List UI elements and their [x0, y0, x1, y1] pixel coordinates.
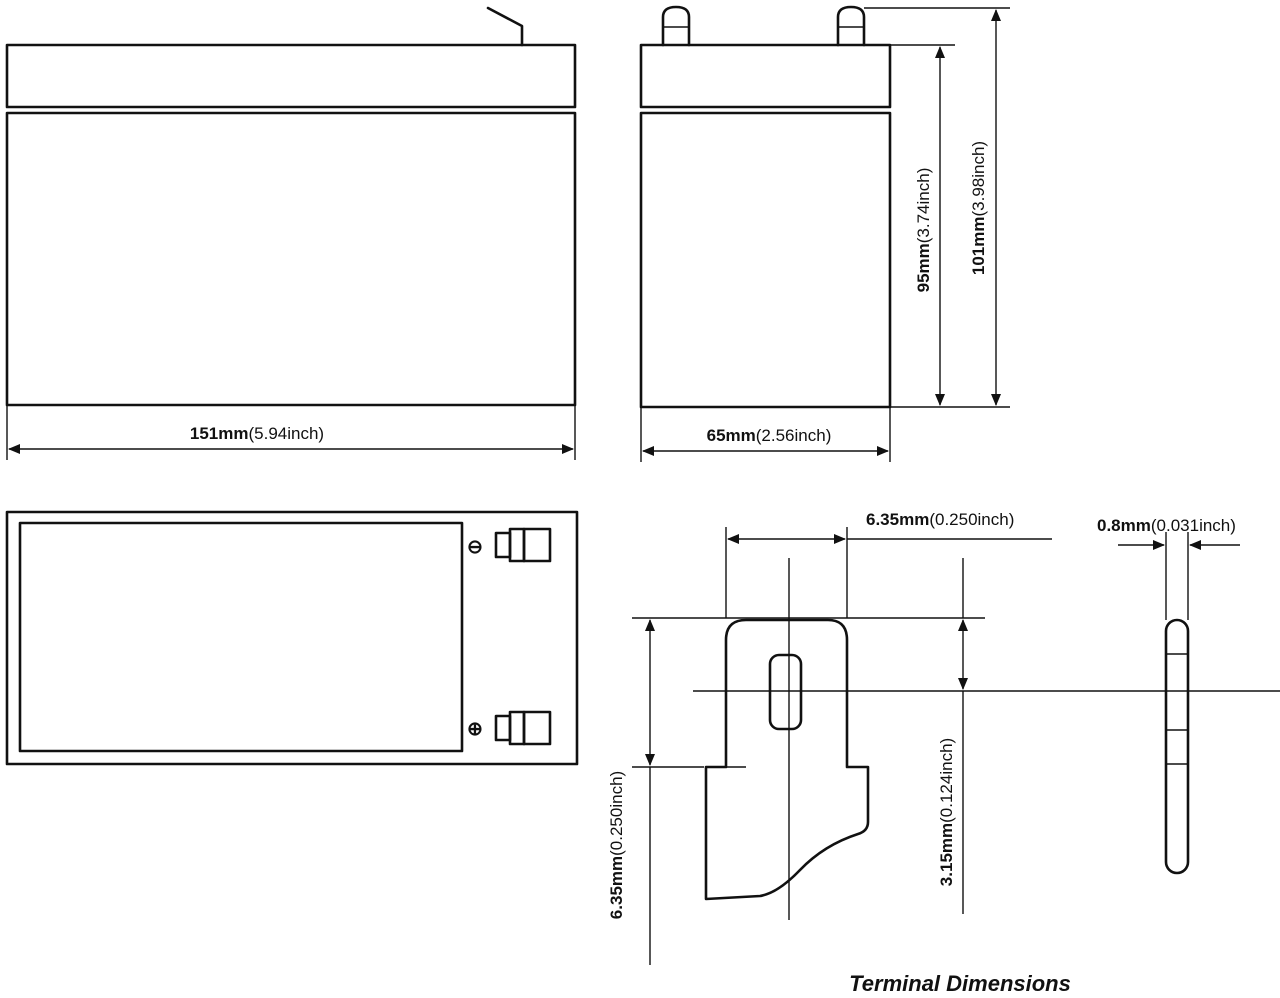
positive-terminal-blade	[522, 710, 552, 746]
side-case	[639, 111, 892, 409]
terminal-detail: 6.35mm(0.250inch) 0.8mm(0.031inch) 6.35m…	[607, 510, 1280, 996]
front-terminal-tab	[486, 6, 524, 47]
side-terminal-left	[661, 5, 691, 47]
top-outline	[5, 510, 579, 766]
side-view: 65mm(2.56inch) 95mm(3.74inch) 101mm(3.98…	[639, 5, 1010, 462]
terminal-dimensions-caption: Terminal Dimensions	[849, 971, 1071, 996]
terminal-height-label: 6.35mm(0.250inch)	[607, 771, 626, 919]
front-case	[5, 111, 577, 407]
positive-terminal-top	[494, 710, 552, 746]
side-lid	[639, 43, 892, 109]
terminal-blade-outline	[704, 618, 870, 901]
negative-terminal-mid	[508, 527, 526, 563]
total-height-dimension-label: 101mm(3.98inch)	[969, 141, 988, 275]
side-terminal-right	[836, 5, 866, 47]
length-dimension-label: 151mm(5.94inch)	[190, 424, 324, 443]
front-lid	[5, 43, 577, 109]
top-inner-panel	[18, 521, 464, 753]
hole-offset-label: 3.15mm(0.124inch)	[937, 738, 956, 886]
terminal-thickness-label: 0.8mm(0.031inch)	[1097, 516, 1236, 535]
case-height-dimension-label: 95mm(3.74inch)	[914, 168, 933, 293]
positive-symbol: ⊕	[467, 719, 483, 740]
positive-terminal-base	[494, 714, 512, 742]
terminal-width-label: 6.35mm(0.250inch)	[866, 510, 1014, 529]
terminal-hole	[768, 653, 803, 731]
negative-terminal-blade	[522, 527, 552, 563]
front-view: 151mm(5.94inch)	[5, 6, 577, 460]
negative-terminal-base	[494, 531, 512, 559]
top-view: ⊖ ⊕	[5, 510, 579, 766]
terminal-side-profile	[1164, 618, 1190, 875]
negative-symbol: ⊖	[467, 537, 483, 558]
width-dimension-label: 65mm(2.56inch)	[707, 426, 832, 445]
positive-terminal-mid	[508, 710, 526, 746]
negative-terminal-top	[494, 527, 552, 563]
